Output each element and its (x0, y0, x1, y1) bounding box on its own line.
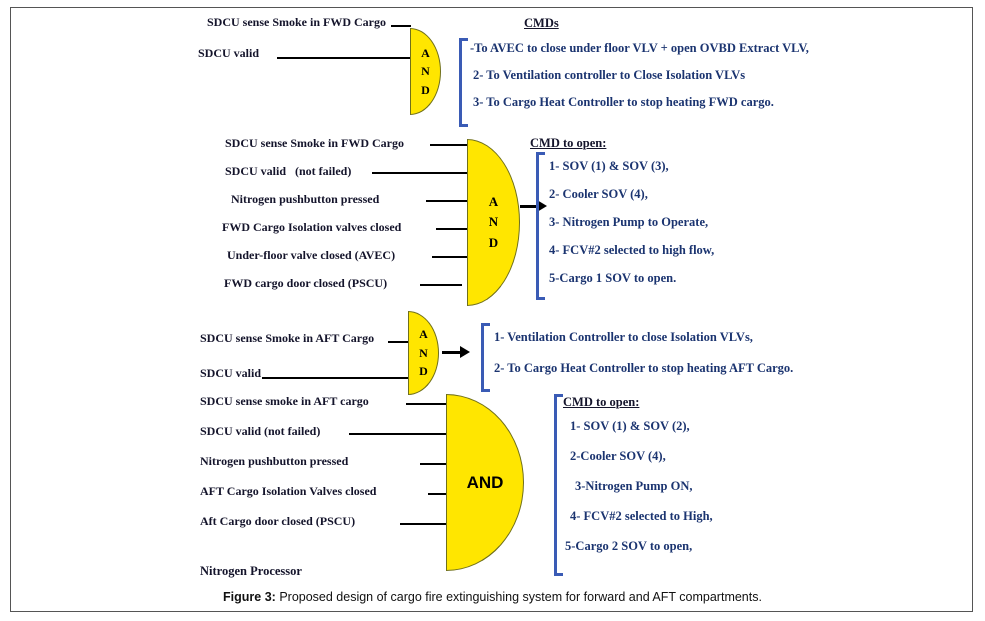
cmd-header: CMD to open: (530, 136, 607, 150)
cmd-line: 2- To Cargo Heat Controller to stop heat… (494, 361, 794, 375)
figure-caption-text: Proposed design of cargo fire extinguish… (279, 590, 762, 604)
wire (432, 256, 470, 258)
cmd-line: 1- Ventilation Controller to close Isola… (494, 330, 753, 344)
arrow-line (442, 351, 460, 354)
wire (400, 523, 446, 525)
cmd-line: 4- FCV#2 selected to high flow, (549, 243, 715, 257)
cmd-header: CMDs (524, 16, 559, 30)
wire (430, 144, 468, 146)
wire (406, 403, 446, 405)
wire (428, 493, 446, 495)
input-label: SDCU sense Smoke in FWD Cargo (225, 136, 405, 150)
cmd-line: 3- To Cargo Heat Controller to stop heat… (473, 95, 774, 109)
nitrogen-processor-label: Nitrogen Processor (200, 564, 302, 578)
arrow-line (520, 205, 537, 208)
wire (349, 433, 446, 435)
input-label: SDCU valid (not failed) (225, 164, 352, 178)
wire (277, 57, 411, 59)
cmd-line: 3- Nitrogen Pump to Operate, (549, 215, 709, 229)
cmd-line: 3-Nitrogen Pump ON, (575, 479, 693, 493)
cmd-line: 5-Cargo 2 SOV to open, (565, 539, 693, 553)
cmd-line: 2- Cooler SOV (4), (549, 187, 648, 201)
and-gate-label: AND (488, 194, 499, 250)
cmd-line: -To AVEC to close under floor VLV + open… (470, 41, 809, 55)
input-label: Nitrogen pushbutton pressed (200, 454, 349, 468)
input-label: AFT Cargo Isolation Valves closed (200, 484, 377, 498)
and-gate-label: AND (421, 45, 430, 97)
input-label: Aft Cargo door closed (PSCU) (200, 514, 356, 528)
input-label: FWD Cargo Isolation valves closed (222, 220, 402, 234)
figure-caption: Figure 3: Proposed design of cargo fire … (0, 590, 985, 604)
output-bracket (554, 394, 563, 576)
input-label: SDCU valid (200, 366, 262, 380)
arrow-head-icon (460, 346, 470, 358)
cmd-line: 2- To Ventilation controller to Close Is… (473, 68, 746, 82)
input-label: Nitrogen pushbutton pressed (231, 192, 380, 206)
wire (262, 377, 408, 379)
cmd-header: CMD to open: (563, 395, 640, 409)
and-gate-label: AND (466, 472, 504, 492)
cmd-line: 2-Cooler SOV (4), (570, 449, 666, 463)
input-label: SDCU sense Smoke in FWD Cargo (207, 15, 387, 29)
input-label: SDCU valid (198, 46, 260, 60)
input-label: FWD cargo door closed (PSCU) (224, 276, 388, 290)
cmd-line: 4- FCV#2 selected to High, (570, 509, 713, 523)
cmd-line: 5-Cargo 1 SOV to open. (549, 271, 677, 285)
wire (391, 25, 411, 27)
input-label: SDCU sense smoke in AFT cargo (200, 394, 369, 408)
input-label: Under-floor valve closed (AVEC) (227, 248, 396, 262)
output-bracket (536, 152, 545, 300)
cmd-line: 1- SOV (1) & SOV (2), (570, 419, 690, 433)
output-bracket (481, 323, 490, 392)
output-bracket (459, 38, 468, 127)
arrow-head-icon (537, 200, 547, 212)
input-label: SDCU valid (not failed) (200, 424, 321, 438)
wire (420, 284, 462, 286)
figure-caption-label: Figure 3: (223, 590, 276, 604)
wire (388, 341, 408, 343)
wire (372, 172, 468, 174)
wire (436, 228, 468, 230)
cmd-line: 1- SOV (1) & SOV (3), (549, 159, 669, 173)
and-gate-label: AND (419, 327, 428, 379)
wire (426, 200, 468, 202)
input-label: SDCU sense Smoke in AFT Cargo (200, 331, 375, 345)
wire (420, 463, 446, 465)
